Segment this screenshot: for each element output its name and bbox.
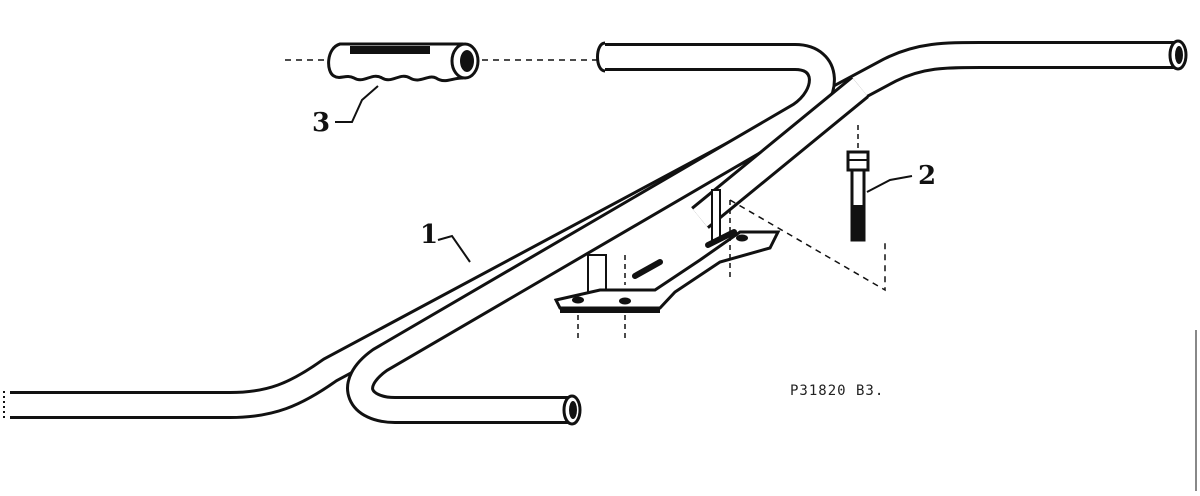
handle-bar-overlap <box>691 76 869 229</box>
handle-bar-lower <box>346 41 836 426</box>
drawing-code: P31820 B3. <box>790 383 885 399</box>
callout-1: 1 <box>420 220 439 250</box>
callout-3: 3 <box>312 108 331 138</box>
mounting-bracket <box>553 189 781 340</box>
handle-bar-upper <box>3 39 1188 419</box>
handle-grip <box>285 42 600 123</box>
callout-2: 2 <box>918 161 937 191</box>
leader-1 <box>437 234 471 263</box>
bolt <box>846 150 913 242</box>
projection-lines <box>729 125 886 292</box>
